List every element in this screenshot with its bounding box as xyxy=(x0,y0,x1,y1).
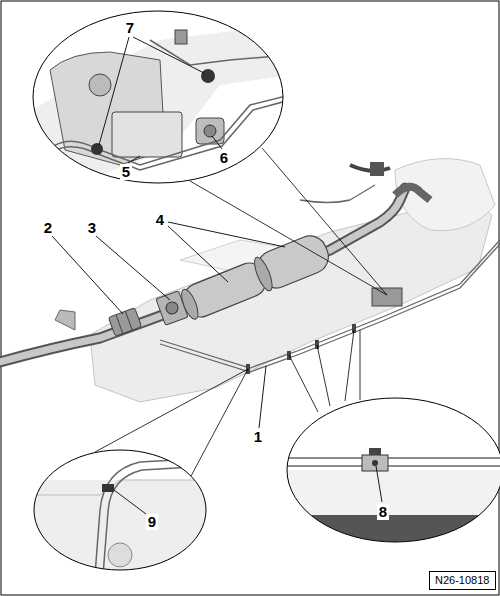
callout-number: 7 xyxy=(124,20,136,36)
rubber-mount xyxy=(55,310,75,330)
leader-lines xyxy=(52,37,382,514)
callout-number: 3 xyxy=(86,220,98,236)
detail-inset-clip xyxy=(30,450,230,580)
callout-number: 5 xyxy=(120,164,132,180)
callout-number: 9 xyxy=(146,514,158,530)
callout-number: 2 xyxy=(42,220,54,236)
underbody-pan xyxy=(90,159,495,402)
fuel-lines xyxy=(160,185,500,372)
exhaust-pipe xyxy=(0,162,430,362)
line-clips xyxy=(246,324,356,374)
callout-number: 4 xyxy=(154,212,166,228)
detail-inset-holder xyxy=(285,398,500,555)
detail-inset-bracket xyxy=(33,11,290,183)
callout-number: 8 xyxy=(377,504,389,520)
figure-id-box: N26-10818 xyxy=(429,571,496,590)
callout-number: 6 xyxy=(218,150,230,166)
line-clip xyxy=(102,484,114,492)
bracket-plate xyxy=(372,288,402,306)
pipe-clamp xyxy=(108,308,141,336)
figure-number: N26-10818 xyxy=(431,573,494,588)
callout-number: 1 xyxy=(252,429,264,445)
line-holder xyxy=(362,455,388,471)
